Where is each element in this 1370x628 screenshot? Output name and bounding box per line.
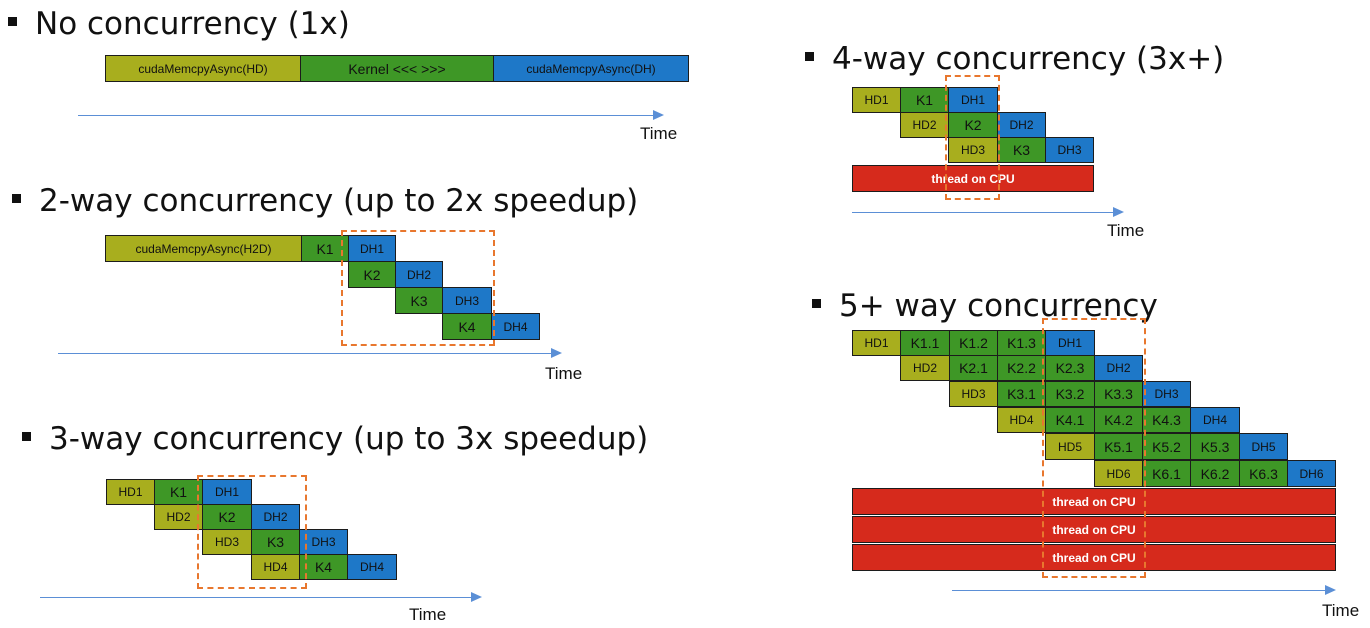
hd-block: HD1: [852, 330, 901, 356]
section-title-five-way: 5+ way concurrency: [812, 291, 1158, 322]
cpu-thread-bar: thread on CPU: [852, 488, 1336, 515]
arrow-head-icon: [1325, 585, 1336, 595]
time-axis: [78, 110, 664, 120]
bullet-icon: [8, 17, 17, 26]
section-title-three-way: 3-way concurrency (up to 3x speedup): [22, 424, 648, 455]
dh-block: DH2: [251, 504, 300, 530]
hd-block: cudaMemcpyAsync(H2D): [105, 235, 302, 262]
cpu-thread-bar: thread on CPU: [852, 544, 1336, 571]
hd-block: HD3: [202, 529, 252, 555]
time-label: Time: [1107, 221, 1145, 240]
title-text: 3-way concurrency (up to 3x speedup): [49, 421, 649, 457]
arrow-head-icon: [1113, 207, 1124, 217]
time-axis: [852, 207, 1124, 217]
time-axis: [952, 585, 1336, 595]
kernel-block: K1: [154, 479, 203, 505]
kernel-block: K5.3: [1190, 433, 1240, 460]
dh-block: DH2: [1094, 355, 1143, 381]
kernel-block: K2: [948, 112, 998, 138]
kernel-block: K1.2: [949, 330, 998, 356]
kernel-block: Kernel <<< >>>: [300, 55, 494, 82]
dh-block: DH4: [347, 554, 397, 580]
kernel-block: K4.2: [1094, 407, 1143, 433]
arrow-head-icon: [653, 110, 664, 120]
section-title-no-concurrency: No concurrency (1x): [8, 9, 350, 40]
bullet-icon: [805, 52, 814, 61]
time-axis: [40, 592, 482, 602]
hd-block: HD4: [251, 554, 300, 580]
overlap-highlight-box: [341, 230, 495, 346]
dh-block: DH3: [442, 287, 492, 314]
time-label: Time: [640, 124, 678, 143]
time-axis: [58, 348, 562, 358]
hd-block: HD2: [900, 355, 950, 381]
kernel-block: K5.1: [1094, 433, 1143, 460]
section-title-two-way: 2-way concurrency (up to 2x speedup): [12, 186, 638, 217]
kernel-block: K3.3: [1094, 381, 1143, 407]
bullet-icon: [812, 299, 821, 308]
hd-block: HD6: [1094, 460, 1143, 487]
time-label: Time: [1322, 601, 1360, 620]
hd-block: cudaMemcpyAsync(HD): [105, 55, 301, 82]
title-text: 2-way concurrency (up to 2x speedup): [39, 183, 639, 219]
kernel-block: K3: [395, 287, 443, 314]
dh-block: DH1: [1045, 330, 1095, 356]
dh-block: DH6: [1287, 460, 1336, 487]
bullet-icon: [22, 432, 31, 441]
dh-block: DH5: [1239, 433, 1288, 460]
overlap-highlight-box: [1042, 318, 1146, 578]
kernel-block: K4.3: [1142, 407, 1191, 433]
dh-block: DH2: [997, 112, 1046, 138]
kernel-block: K6.1: [1142, 460, 1191, 487]
hd-block: HD3: [949, 381, 998, 407]
dh-block: DH3: [1142, 381, 1191, 407]
hd-block: HD1: [106, 479, 155, 505]
kernel-block: K6.3: [1239, 460, 1288, 487]
title-text: No concurrency (1x): [35, 6, 350, 42]
kernel-block: K2: [348, 261, 396, 288]
hd-block: HD1: [852, 87, 901, 113]
dh-block: cudaMemcpyAsync(DH): [493, 55, 689, 82]
cpu-thread-bar: thread on CPU: [852, 516, 1336, 543]
title-text: 4-way concurrency (3x+): [832, 41, 1225, 77]
bullet-icon: [12, 194, 21, 203]
overlap-highlight-box: [945, 75, 1000, 200]
kernel-block: K1.3: [997, 330, 1046, 356]
hd-block: HD2: [154, 504, 203, 530]
hd-block: HD4: [997, 407, 1046, 433]
kernel-block: K4: [442, 313, 492, 340]
kernel-block: K2.1: [949, 355, 998, 381]
kernel-block: K2: [202, 504, 252, 530]
title-text: 5+ way concurrency: [839, 288, 1158, 324]
kernel-block: K3: [997, 137, 1046, 163]
kernel-block: K3.1: [997, 381, 1046, 407]
kernel-block: K3.2: [1045, 381, 1095, 407]
hd-block: HD3: [948, 137, 998, 163]
time-label: Time: [545, 364, 583, 383]
cpu-thread-bar: thread on CPU: [852, 165, 1094, 192]
kernel-block: K1.1: [900, 330, 950, 356]
arrow-head-icon: [471, 592, 482, 602]
arrow-head-icon: [551, 348, 562, 358]
hd-block: HD2: [900, 112, 949, 138]
kernel-block: K6.2: [1190, 460, 1240, 487]
kernel-block: K1: [900, 87, 949, 113]
dh-block: DH4: [1190, 407, 1240, 433]
kernel-block: K2.2: [997, 355, 1046, 381]
time-label: Time: [409, 605, 447, 624]
hd-block: HD5: [1045, 433, 1095, 460]
dh-block: DH3: [299, 529, 348, 555]
kernel-block: K3: [251, 529, 300, 555]
kernel-block: K4.1: [1045, 407, 1095, 433]
kernel-block: K5.2: [1142, 433, 1191, 460]
overlap-highlight-box: [197, 475, 307, 589]
dh-block: DH4: [491, 313, 540, 340]
dh-block: DH3: [1045, 137, 1094, 163]
dh-block: DH1: [948, 87, 998, 113]
section-title-four-way: 4-way concurrency (3x+): [805, 44, 1224, 75]
